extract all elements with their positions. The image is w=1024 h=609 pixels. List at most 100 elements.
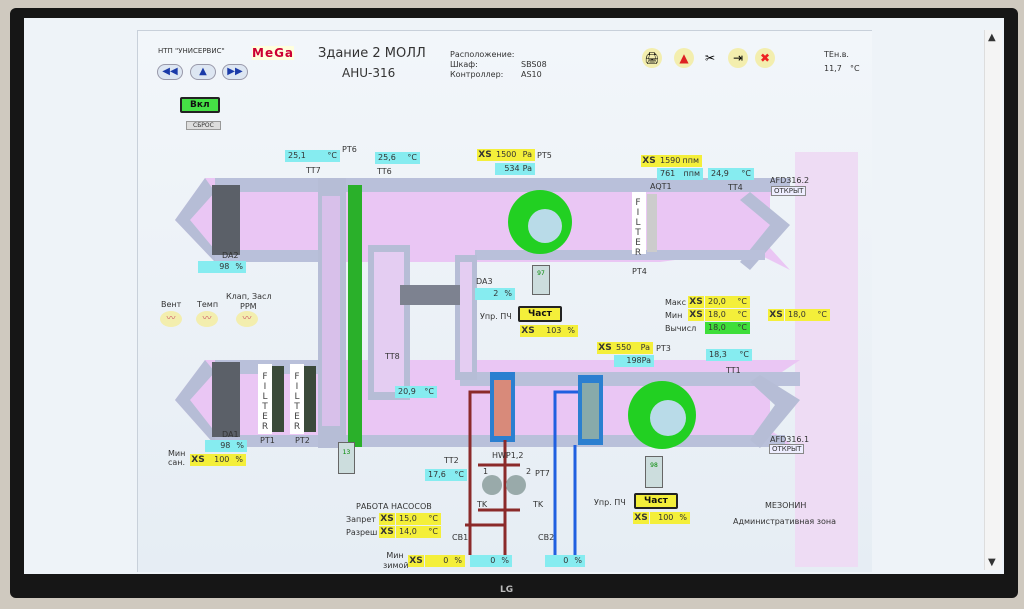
upper-duct: [175, 178, 790, 270]
tt6-value: 25,6°C: [375, 152, 420, 164]
scroll-up[interactable]: ▲: [988, 32, 996, 43]
calc-value: 18,0°C: [705, 322, 750, 334]
tt4-label: TT4: [728, 183, 743, 192]
outdoor-temp-value: 11,7: [824, 64, 842, 73]
pt7-label: PT7: [535, 469, 550, 478]
min-san-xs[interactable]: XS: [190, 454, 206, 466]
zone-title: МЕЗОНИН: [765, 501, 807, 510]
door-exit-icon[interactable]: ⇥: [728, 48, 748, 68]
pt2-label: PT2: [295, 436, 310, 445]
vfd-upper-icon[interactable]: 97: [532, 265, 550, 295]
trend-temp-label: Темп: [197, 300, 219, 309]
tt6-label: TT6: [377, 167, 392, 176]
vfd-wheel-icon[interactable]: 13: [338, 442, 355, 474]
reset-button[interactable]: СБРОС: [186, 121, 221, 130]
min-xs[interactable]: XS: [688, 309, 704, 321]
on-button[interactable]: Вкл: [180, 97, 220, 113]
org-name: НТП "УНИСЕРВИС": [158, 47, 225, 55]
scroll-down[interactable]: ▼: [988, 557, 996, 568]
pt6-label: PT6: [342, 145, 357, 154]
vfd-upper-mode-button[interactable]: Част: [518, 306, 562, 322]
building-title: Здание 2 МОЛЛ: [318, 46, 426, 61]
trend-vent-icon[interactable]: 〰: [160, 311, 182, 327]
scrollbar[interactable]: ▲▼: [984, 30, 1002, 570]
tt1-value: 18,3°C: [706, 349, 752, 361]
trend-damper-label: Клап, Засл: [226, 292, 272, 301]
winter-value[interactable]: 0%: [425, 555, 465, 567]
tools-icon[interactable]: ✂: [704, 51, 716, 65]
min-label: Мин: [665, 311, 683, 320]
trend-ppm-icon[interactable]: 〰: [236, 311, 258, 327]
valve1-value: 0%: [470, 555, 512, 567]
cabinet-value: SBS08: [521, 60, 547, 69]
pump-1-label: 1: [483, 467, 489, 476]
allow-xs[interactable]: XS: [379, 526, 395, 538]
nav-up-button[interactable]: ▲: [190, 64, 216, 80]
tk1-label: TK: [477, 500, 488, 509]
tt4-value: 24,9°C: [708, 168, 754, 180]
pt4-label: PT4: [632, 267, 647, 276]
afd1-state: ОТКРЫТ: [769, 444, 805, 454]
min-value[interactable]: 18,0°C: [705, 309, 750, 321]
da1-label: DA1: [222, 430, 239, 439]
trend-vent-label: Вент: [161, 300, 182, 309]
pt5-xs[interactable]: XS: [477, 149, 493, 161]
min-san-value[interactable]: 100%: [206, 454, 246, 466]
winter-xs[interactable]: XS: [408, 555, 424, 567]
max-value[interactable]: 20,0°C: [705, 296, 750, 308]
setpoint-xs[interactable]: XS: [768, 309, 784, 321]
nav-back-button[interactable]: ◀◀: [157, 64, 183, 80]
vfd-lower-mode-button[interactable]: Част: [634, 493, 678, 509]
max-label: Макс: [665, 298, 687, 307]
trend-temp-icon[interactable]: 〰: [196, 311, 218, 327]
vfd-lower-xs[interactable]: XS: [633, 512, 649, 524]
forbid-xs[interactable]: XS: [379, 513, 395, 525]
vfd-upper-xs[interactable]: XS: [520, 325, 536, 337]
calc-label: Вычисл: [665, 324, 697, 333]
vfd-lower-icon[interactable]: 98: [645, 456, 663, 488]
afd2-state: ОТКРЫТ: [771, 186, 807, 196]
lg-logo: LG: [500, 585, 514, 595]
aqt1-xs[interactable]: XS: [641, 155, 657, 167]
unit-title: AHU-316: [342, 66, 396, 80]
pumps-title: РАБОТА НАСОСОВ: [356, 502, 432, 511]
allow-value[interactable]: 14,0°C: [396, 526, 441, 538]
da3-label: DA3: [476, 277, 493, 286]
cv1-label: CB1: [452, 533, 469, 542]
controller-value: AS10: [521, 70, 542, 79]
outdoor-temp-label: ТЕн.в.: [824, 50, 849, 59]
forbid-label: Запрет: [346, 515, 376, 524]
forbid-value[interactable]: 15,0°C: [396, 513, 441, 525]
vfd-upper-setpoint[interactable]: 103%: [536, 325, 578, 337]
printer-icon[interactable]: 🖨: [642, 48, 662, 68]
tk2-label: TK: [533, 500, 544, 509]
pt3-xs[interactable]: XS: [597, 342, 613, 354]
max-xs[interactable]: XS: [688, 296, 704, 308]
da2-label: DA2: [222, 251, 239, 260]
pump-2-label: 2: [526, 467, 532, 476]
vfd-lower-setpoint[interactable]: 100%: [650, 512, 690, 524]
close-icon[interactable]: ✖: [755, 48, 775, 68]
vfd-lower-label: Упр. ПЧ: [594, 498, 626, 507]
afd2-label: AFD316.2: [770, 176, 810, 185]
nav-forward-button[interactable]: ▶▶: [222, 64, 248, 80]
tt8-label: TT8: [385, 352, 400, 361]
trend-ppm-label: PPM: [240, 302, 257, 311]
cabinet-label: Шкаф:: [450, 60, 478, 69]
setpoint-value[interactable]: 18,0°C: [785, 309, 830, 321]
bypass-damper: [400, 285, 460, 305]
tt7-value: 25,1°C: [285, 150, 340, 162]
min-san-label: Мин сан.: [168, 449, 186, 467]
heat-wheel: [348, 185, 362, 447]
alarm-bell-icon[interactable]: ▲: [674, 48, 694, 68]
vfd-upper-label: Упр. ПЧ: [480, 312, 512, 321]
tt1-label: TT1: [726, 366, 741, 375]
